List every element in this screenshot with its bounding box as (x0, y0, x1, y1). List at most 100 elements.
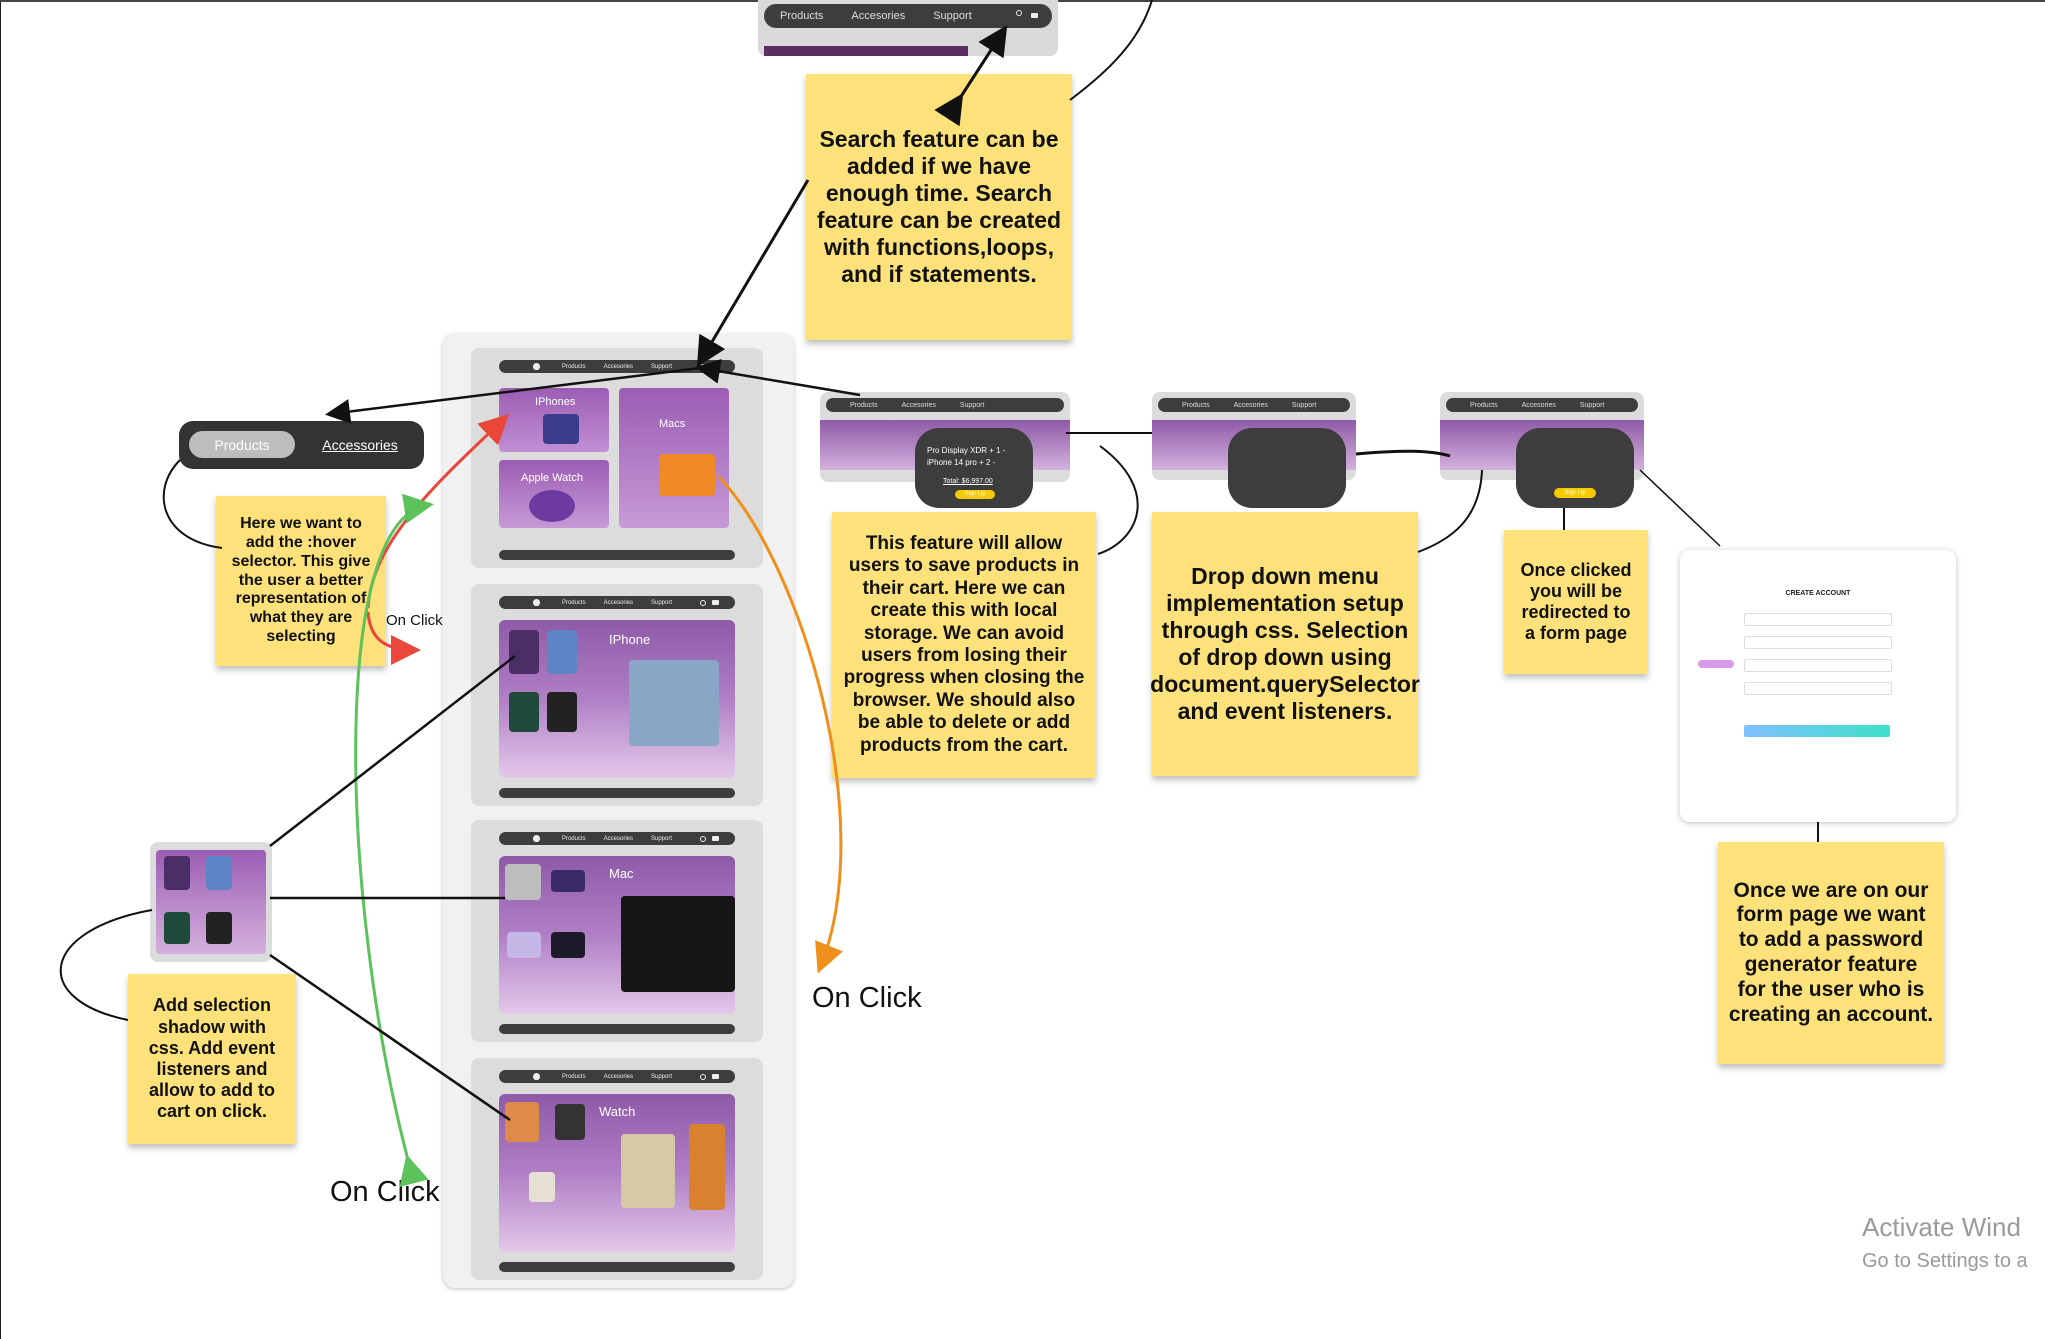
product-thumb[interactable] (164, 856, 190, 890)
cart-icon[interactable] (712, 1074, 719, 1079)
product-thumb[interactable] (206, 856, 232, 890)
product-thumb[interactable] (505, 864, 541, 900)
signup-button[interactable]: Sign Up (1554, 488, 1596, 498)
product-thumb[interactable] (164, 912, 190, 944)
mock-mac-nav-accessories[interactable]: Accesories (603, 835, 633, 842)
connector-search-curve (1069, 0, 1153, 101)
mock-mac-nav-products[interactable]: Products (561, 835, 586, 842)
dropdown-nav-support[interactable]: Support (1291, 401, 1317, 409)
mock-watch-nav-support[interactable]: Support (651, 1073, 673, 1080)
product-thumb[interactable] (529, 1172, 555, 1202)
dropdown-products-button[interactable]: Products (189, 431, 295, 458)
mock-home-nav-accessories[interactable]: Accesories (603, 363, 633, 370)
top-nav-mockup: Products Accesories Support (758, 0, 1058, 56)
apple-logo-icon (533, 1073, 540, 1080)
cart-nav-accessories[interactable]: Accesories (901, 401, 936, 409)
signup-nav-accessories[interactable]: Accesories (1521, 401, 1556, 409)
product-thumb[interactable] (555, 1104, 585, 1140)
watch-bands-image (529, 490, 575, 522)
sticky-note-search-text: Search feature can be added if we have e… (816, 125, 1062, 288)
product-thumb[interactable] (551, 932, 585, 958)
tile-macs[interactable]: Macs (619, 388, 729, 528)
dropdown-nav-products[interactable]: Products (1182, 401, 1210, 409)
signup-mockup-nav: Products Accesories Support (1446, 398, 1638, 412)
cart-nav-support[interactable]: Support (959, 401, 985, 409)
product-thumb[interactable] (507, 932, 541, 958)
signup-nav-products[interactable]: Products (1470, 401, 1498, 409)
mock-iphone-nav: Products Accesories Support (499, 596, 735, 609)
sticky-note-cart-text: This feature will allow users to save pr… (843, 532, 1085, 756)
tile-apple-watch[interactable]: Apple Watch (499, 460, 609, 528)
mock-watch-nav-accessories[interactable]: Accesories (603, 1073, 633, 1080)
connector-dropdown-note (1417, 469, 1483, 553)
mock-watch-footer (499, 1262, 735, 1272)
watch-band-image (689, 1124, 725, 1210)
form-field-first-name[interactable] (1744, 613, 1892, 626)
sticky-note-hover-text: Here we want to add the :hover selector.… (231, 514, 371, 646)
dropdown-nav-accessories[interactable]: Accesories (1233, 401, 1268, 409)
search-icon[interactable] (700, 363, 706, 370)
mock-iphone-nav-products[interactable]: Products (561, 599, 586, 606)
watermark-line-2: Go to Settings to a (1862, 1250, 2028, 1272)
product-thumb[interactable] (551, 870, 585, 892)
signup-nav-support[interactable]: Support (1579, 401, 1605, 409)
product-thumb[interactable] (547, 630, 577, 674)
mock-mac-nav-support[interactable]: Support (651, 835, 673, 842)
product-thumb[interactable] (206, 912, 232, 944)
form-field-last-name[interactable] (1744, 636, 1892, 649)
form-title: CREATE ACCOUNT (1785, 590, 1851, 597)
cart-icon[interactable] (712, 836, 719, 841)
search-icon[interactable] (1016, 10, 1022, 16)
product-thumb[interactable] (547, 692, 577, 732)
dropdown-accessories-button[interactable]: Accessories (322, 436, 398, 453)
cart-total: Total: $6,997.00 (943, 478, 993, 485)
form-field-confirm-password[interactable] (1744, 682, 1892, 695)
sticky-note-password-text: Once we are on our form page we want to … (1728, 878, 1934, 1026)
mac-pro-image (621, 896, 735, 992)
sticky-note-selection: Add selection shadow with css. Add event… (128, 974, 296, 1144)
product-thumb[interactable] (509, 630, 539, 674)
watermark-line-1: Activate Wind (1862, 1212, 2021, 1242)
sticky-note-cart: This feature will allow users to save pr… (832, 512, 1096, 778)
search-icon[interactable] (700, 835, 706, 842)
dropdown-pill-mockup: Products Accessories (179, 421, 424, 469)
tile-iphones-label: IPhones (535, 396, 576, 408)
mockup-iphone: Products Accesories Support IPhone (471, 584, 763, 806)
cart-line-2: iPhone 14 pro + 2 - (927, 458, 996, 467)
cart-icon[interactable] (712, 364, 719, 369)
mock-iphone-nav-accessories[interactable]: Accesories (603, 599, 633, 606)
mock-mac-hero: Mac (499, 856, 735, 1014)
connector-dropdown-signup (1355, 449, 1451, 458)
cart-popup: Pro Display XDR + 1 - iPhone 14 pro + 2 … (915, 428, 1033, 508)
product-thumb[interactable] (509, 692, 539, 732)
product-thumb[interactable] (505, 1102, 539, 1142)
cart-line-1: Pro Display XDR + 1 - (927, 446, 1006, 455)
mockup-watch: Products Accesories Support Watch (471, 1058, 763, 1280)
mock-iphone-nav-support[interactable]: Support (651, 599, 673, 606)
cart-signup-button[interactable]: Sign Up (955, 490, 995, 499)
mock-mac-title: Mac (609, 866, 634, 881)
nav-products[interactable]: Products (780, 10, 824, 22)
nav-support[interactable]: Support (933, 10, 972, 22)
form-submit-button[interactable] (1744, 725, 1890, 737)
mock-watch-hero: Watch (499, 1094, 735, 1252)
search-icon[interactable] (700, 599, 706, 606)
cart-nav-products[interactable]: Products (850, 401, 878, 409)
cart-icon[interactable] (712, 600, 719, 605)
search-icon[interactable] (700, 1073, 706, 1080)
mock-watch-nav-products[interactable]: Products (561, 1073, 586, 1080)
tile-iphones[interactable]: IPhones (499, 388, 609, 452)
on-click-label-right: On Click (812, 982, 922, 1014)
watch-image (621, 1134, 675, 1208)
nav-accessories[interactable]: Accesories (851, 10, 906, 22)
iphone-hands-image (629, 660, 719, 746)
form-field-password[interactable] (1744, 659, 1892, 672)
mock-home-nav-support[interactable]: Support (651, 363, 673, 370)
cart-icon[interactable] (1031, 13, 1038, 18)
mock-home-nav-products[interactable]: Products (561, 363, 586, 370)
mockup-mac: Products Accesories Support Mac (471, 820, 763, 1042)
mac-image (659, 454, 715, 496)
generate-password-tag[interactable] (1698, 660, 1734, 668)
on-click-label-bottom: On Click (330, 1176, 440, 1208)
tile-macs-label: Macs (659, 418, 686, 430)
